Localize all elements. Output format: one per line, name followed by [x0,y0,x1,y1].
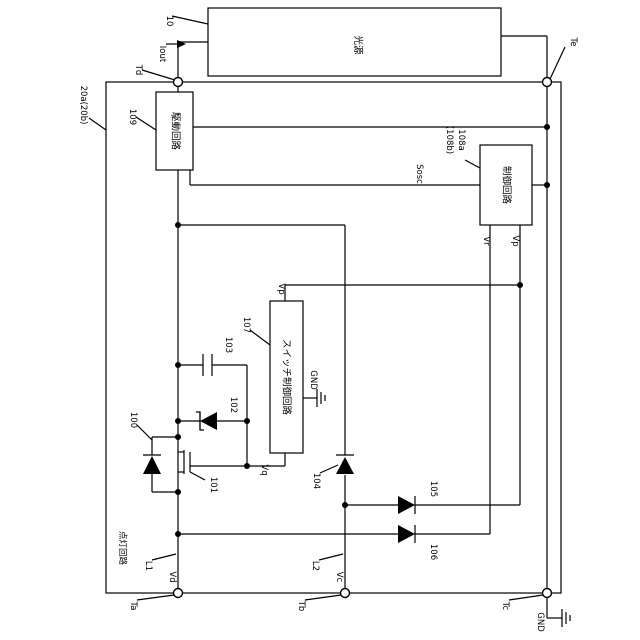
light-source-leader [172,16,208,24]
te-leader [550,47,565,79]
d102-ref: 102 [228,397,238,413]
ta-leader [137,595,174,600]
diode-102 [200,412,217,430]
tc-label: Tc [500,601,510,611]
tb-label: Tb [296,600,306,612]
l2-leader [319,554,343,560]
drive-circuit-ref: 109 [127,109,137,125]
l1-leader [152,554,176,560]
control-ref-leader [465,160,480,168]
td-label: Td [133,64,143,76]
diode-100 [143,456,161,474]
d106-ref: 106 [428,544,438,560]
d104-leader [320,465,338,473]
gnd-switch-label: GND [308,370,318,390]
gnd-bottom-label: GND [535,612,545,632]
d104-ref: 104 [311,473,321,489]
junction-vq [244,463,250,469]
diode-106 [398,525,415,543]
td-leader [142,70,175,80]
switch-control-ref: 107 [241,317,251,333]
d100-leader [137,425,152,440]
ta-label: Ta [128,601,138,611]
junction-rail-492 [175,489,181,495]
junction-rail-365 [175,362,181,368]
vp-control-label: Vp [510,235,520,246]
l2-label: L2 [310,561,320,571]
te-label: Te [568,37,578,47]
junction-rail-534 [175,531,181,537]
terminal-ta [174,589,183,598]
junction-d104-d105 [342,502,348,508]
light-source-label: 光源 [352,35,364,55]
junction-c103-d102 [244,418,250,424]
sosc-label: Sosc [414,164,424,184]
tc-leader [509,595,543,600]
c103-ref: 103 [223,337,233,353]
diode-105 [398,496,415,514]
light-source-ref: 10 [164,16,174,27]
l1-label: L1 [143,561,153,571]
switch-ref-leader [250,330,270,345]
d100-ref: 100 [128,412,138,428]
q101-ref: 101 [208,477,218,493]
control-circuit-label: 制御回路 [501,166,513,205]
junction-rail-225 [175,222,181,228]
switch-control-label: スイッチ制御回路 [281,339,293,416]
lighting-circuit-label: 点灯回路 [117,531,128,566]
diode-104 [336,457,354,474]
q101-leader [190,472,205,480]
iout-arrow-head [177,40,186,48]
board-label: 20a(20b) [78,86,88,125]
terminal-td [174,78,183,87]
terminal-tb [341,589,350,598]
iout-label: Iout [157,46,167,63]
drive-circuit-label: 駆動回路 [170,112,182,151]
vq-label: Vq [259,464,269,475]
junction-vp [517,282,523,288]
junction-gnd-drive [544,124,550,130]
junction-rail-437 [175,434,181,440]
board-leader [89,118,106,130]
drive-ref-leader [136,117,156,130]
d105-ref: 105 [428,481,438,497]
tb-leader [305,595,341,600]
vp-switch-label: Vp [276,283,286,294]
control-circuit-ref: 108a [456,129,466,150]
control-circuit-ref-alt: (108b) [444,126,454,154]
vd-label: Vd [167,571,177,582]
vc-label: Vc [334,572,344,583]
junction-rail-421 [175,418,181,424]
junction-gnd-control [544,182,550,188]
terminal-tc [543,589,552,598]
